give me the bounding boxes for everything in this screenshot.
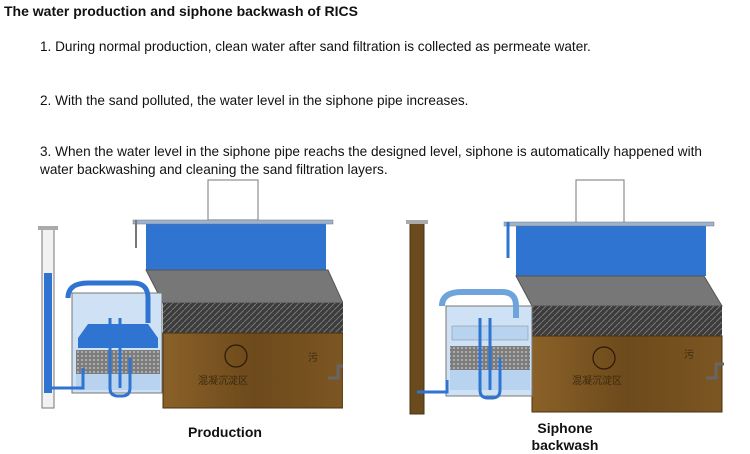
hatched-layer (163, 303, 343, 333)
sedimentation-tank (531, 335, 723, 413)
u-tube-1 (478, 318, 502, 400)
outlet-pipe (706, 362, 724, 380)
side-label: 污 (684, 349, 694, 361)
tank-porthole (224, 344, 248, 368)
top-housing (575, 179, 625, 225)
caption-line-2: backwash (531, 437, 599, 453)
step-1: 1. During normal production, clean water… (40, 39, 591, 54)
side-label: 污 (308, 352, 318, 364)
production-caption: Production (188, 424, 262, 440)
hatched-layer (532, 306, 722, 336)
step-2: 2. With the sand polluted, the water lev… (40, 93, 469, 108)
siphon-column (409, 221, 425, 415)
u-tube-1 (108, 318, 132, 398)
siphon-pipe (65, 280, 151, 323)
upper-water (516, 226, 706, 276)
upper-water (146, 222, 326, 270)
tank-porthole (592, 346, 616, 370)
siphon-backwash-diagram: 混凝沉淀区 污 (406, 179, 724, 415)
page-title: The water production and siphone backwas… (4, 3, 358, 19)
production-diagram: 混凝沉淀区 污 (38, 179, 343, 409)
sloped-roof (145, 269, 343, 304)
top-housing (207, 179, 259, 221)
sand-layer (76, 350, 160, 374)
step-3: 3. When the water level in the siphone p… (40, 144, 702, 177)
siphon-pipe (439, 289, 519, 318)
outlet-pipe (328, 364, 343, 380)
sloped-roof (515, 275, 723, 307)
siphon-backwash-caption: Siphone backwash (515, 420, 615, 454)
filter-dome (78, 324, 158, 338)
zone-label: 混凝沉淀区 (198, 374, 248, 387)
zone-label: 混凝沉淀区 (572, 374, 622, 387)
caption-line-1: Siphone (537, 420, 593, 436)
sedimentation-tank (162, 332, 343, 409)
